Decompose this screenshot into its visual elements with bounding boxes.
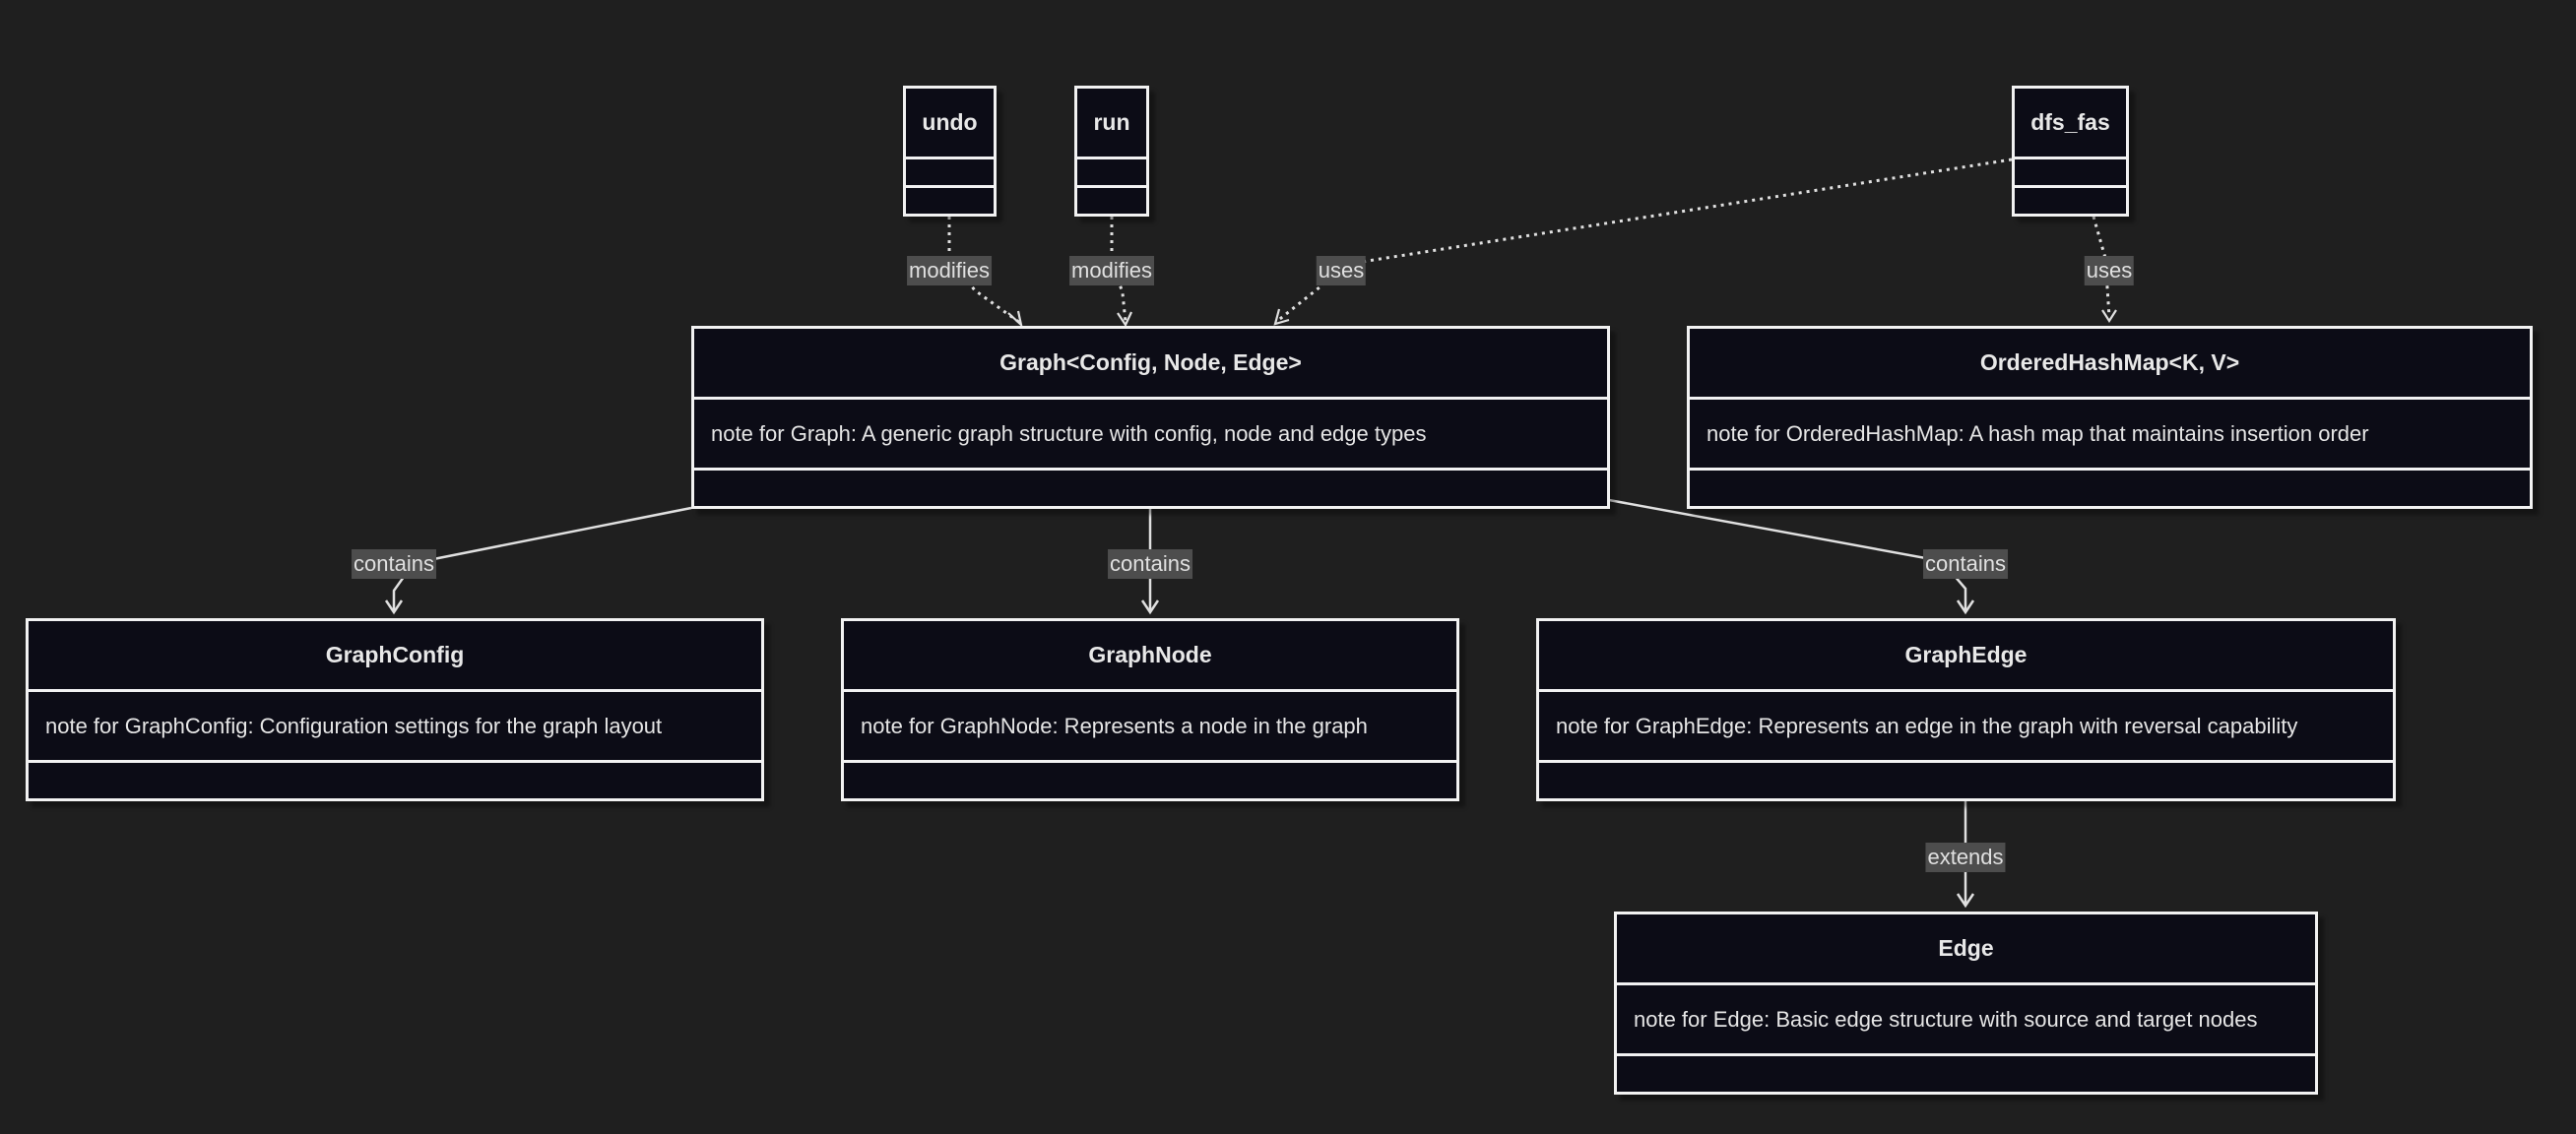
graph-config-class-name: GraphConfig — [29, 621, 761, 692]
dfs-fas-attributes-section — [2015, 159, 2126, 188]
ordered-hash-map-methods-section — [1690, 471, 2530, 506]
graph-to-graphnode-arrow — [1140, 599, 1160, 615]
graph-to-graphconfig-line — [392, 506, 692, 612]
edge-class-box[interactable]: Edge note for Edge: Basic edge structure… — [1614, 912, 2318, 1095]
ordered-hash-map-class-name: OrderedHashMap<K, V> — [1690, 329, 2530, 400]
graph-config-class-box[interactable]: GraphConfig note for GraphConfig: Config… — [26, 618, 764, 801]
graph-to-graphconfig-arrow — [384, 599, 404, 615]
graph-node-class-note: note for GraphNode: Represents a node in… — [844, 692, 1456, 763]
undo-class-box[interactable]: undo — [903, 86, 997, 217]
graph-node-class-box[interactable]: GraphNode note for GraphNode: Represents… — [841, 618, 1459, 801]
graph-edge-class-name: GraphEdge — [1539, 621, 2393, 692]
dfs-fas-class-name: dfs_fas — [2015, 89, 2126, 159]
dfs-fas-class-box[interactable]: dfs_fas — [2012, 86, 2129, 217]
graph-edge-class-box[interactable]: GraphEdge note for GraphEdge: Represents… — [1536, 618, 2396, 801]
graph-node-methods-section — [844, 763, 1456, 798]
graph-edge-class-note: note for GraphEdge: Represents an edge i… — [1539, 692, 2393, 763]
undo-to-graph-arrow — [1007, 310, 1023, 329]
undo-to-graph-line — [947, 217, 1021, 325]
graphedge-to-edge-arrow — [1956, 893, 1975, 909]
contains-graphedge-label: contains — [1923, 549, 2008, 579]
graph-config-methods-section — [29, 763, 761, 798]
dfs-fas-to-graph-line — [1275, 158, 2013, 324]
graph-to-graphedge-arrow — [1956, 599, 1975, 615]
ordered-hash-map-class-box[interactable]: OrderedHashMap<K, V> note for OrderedHas… — [1687, 326, 2533, 509]
graph-config-class-note: note for GraphConfig: Configuration sett… — [29, 692, 761, 763]
dfs-fas-uses-graph-label: uses — [1316, 256, 1367, 285]
undo-attributes-section — [906, 159, 994, 188]
contains-graphnode-label: contains — [1108, 549, 1192, 579]
graph-methods-section — [694, 471, 1607, 506]
dfs-fas-to-map-arrow — [2101, 309, 2117, 324]
graph-node-class-name: GraphNode — [844, 621, 1456, 692]
run-class-name: run — [1077, 89, 1146, 159]
dfs-fas-to-graph-arrow — [1273, 308, 1290, 326]
edge-class-note: note for Edge: Basic edge structure with… — [1617, 985, 2315, 1056]
graph-class-note: note for Graph: A generic graph structur… — [694, 400, 1607, 471]
graph-to-graphedge-line — [1608, 498, 1967, 612]
dfs-fas-uses-map-label: uses — [2084, 256, 2135, 285]
run-to-graph-arrow — [1117, 311, 1132, 328]
undo-class-name: undo — [906, 89, 994, 159]
run-modifies-label: modifies — [1069, 256, 1154, 285]
graph-class-box[interactable]: Graph<Config, Node, Edge> note for Graph… — [691, 326, 1610, 509]
run-attributes-section — [1077, 159, 1146, 188]
extends-edge-label: extends — [1925, 843, 2006, 872]
contains-graphconfig-label: contains — [352, 549, 436, 579]
ordered-hash-map-class-note: note for OrderedHashMap: A hash map that… — [1690, 400, 2530, 471]
graph-class-name: Graph<Config, Node, Edge> — [694, 329, 1607, 400]
run-class-box[interactable]: run — [1074, 86, 1149, 217]
graph-edge-methods-section — [1539, 763, 2393, 798]
edge-methods-section — [1617, 1056, 2315, 1092]
edge-class-name: Edge — [1617, 914, 2315, 985]
undo-modifies-label: modifies — [907, 256, 992, 285]
